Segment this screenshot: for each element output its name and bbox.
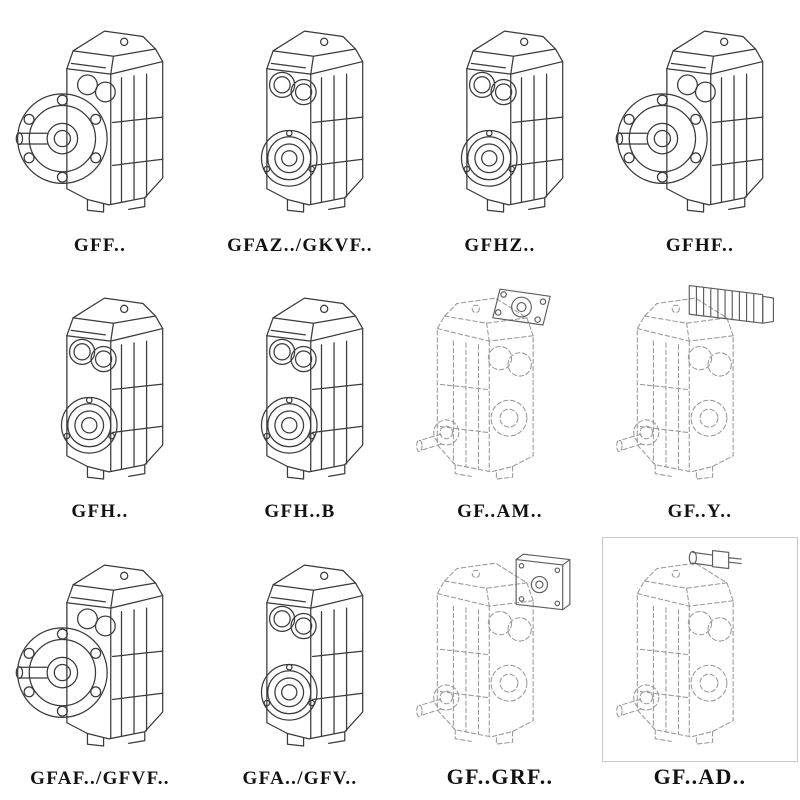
flange-gearbox-line-art [608, 15, 792, 221]
gearbox-cell-gfhf: GFHF.. [600, 0, 800, 267]
gearbox-drawing-gfhz [402, 4, 598, 233]
gearbox-cell-gfaf-gfvf: GFAF../GFVF.. [0, 533, 200, 800]
gearbox-with-input-shaft-line-art [608, 547, 792, 753]
gearbox-cell-gfa-gfv: GFA../GFV.. [200, 533, 400, 800]
model-label-gf-am: GF..AM.. [457, 501, 543, 523]
gearbox-with-motor-line-art [608, 282, 792, 488]
gearbox-drawing-gf-am [402, 271, 598, 500]
model-label-gfhf: GFHF.. [665, 234, 735, 256]
model-label-gfh: GFH.. [71, 501, 129, 523]
model-label-gfaz-gkvf: GFAZ../GKVF.. [227, 234, 373, 256]
model-label-gf-y: GF..Y.. [667, 501, 733, 523]
model-label-gfaf-gfvf: GFAF../GFVF.. [30, 767, 170, 789]
gearbox-drawing-gfh [2, 271, 198, 500]
hollow-shaft-gearbox-line-art [8, 282, 192, 488]
model-label-gfhz: GFHZ.. [464, 234, 536, 256]
model-label-gf-ad: GF..AD.. [653, 763, 747, 789]
gearbox-cell-gff: GFF.. [0, 0, 200, 267]
gearbox-drawing-gfaf-gfvf [2, 537, 198, 766]
model-label-gfh-b: GFH..B [264, 501, 336, 523]
gearbox-with-adapter-line-art [408, 547, 592, 753]
gearbox-cell-gfhz: GFHZ.. [400, 0, 600, 267]
gearbox-drawing-gff [2, 4, 198, 233]
model-label-gf-grf: GF..GRF.. [446, 763, 554, 789]
gearbox-drawing-gf-grf [402, 537, 598, 762]
gearbox-cell-gfh-b: GFH..B [200, 267, 400, 534]
gearbox-drawing-gfa-gfv [202, 537, 398, 766]
hollow-shaft-gearbox-line-art [208, 549, 392, 755]
gearbox-cell-gfaz-gkvf: GFAZ../GKVF.. [200, 0, 400, 267]
gearbox-cell-gfh: GFH.. [0, 267, 200, 534]
gearbox-drawing-gfh-b [202, 271, 398, 500]
gearbox-drawing-gf-y [602, 271, 798, 500]
hollow-shaft-gearbox-line-art [408, 15, 592, 221]
flange-gearbox-line-art [8, 15, 192, 221]
gearbox-drawing-gfaz-gkvf [202, 4, 398, 233]
gearbox-with-top-flange-line-art [408, 282, 592, 488]
hollow-shaft-gearbox-line-art [208, 282, 392, 488]
model-label-gff: GFF.. [73, 234, 127, 256]
model-label-gfa-gfv: GFA../GFV.. [242, 767, 358, 789]
flange-gearbox-line-art [8, 549, 192, 755]
gearbox-cell-gf-y: GF..Y.. [600, 267, 800, 534]
gearbox-cell-gf-grf: GF..GRF.. [400, 533, 600, 800]
gearbox-cell-gf-ad: GF..AD.. [600, 533, 800, 800]
hollow-shaft-gearbox-line-art [208, 15, 392, 221]
gearbox-drawing-gf-ad [602, 537, 798, 762]
gearbox-drawing-gfhf [602, 4, 798, 233]
gearbox-cell-gf-am: GF..AM.. [400, 267, 600, 534]
